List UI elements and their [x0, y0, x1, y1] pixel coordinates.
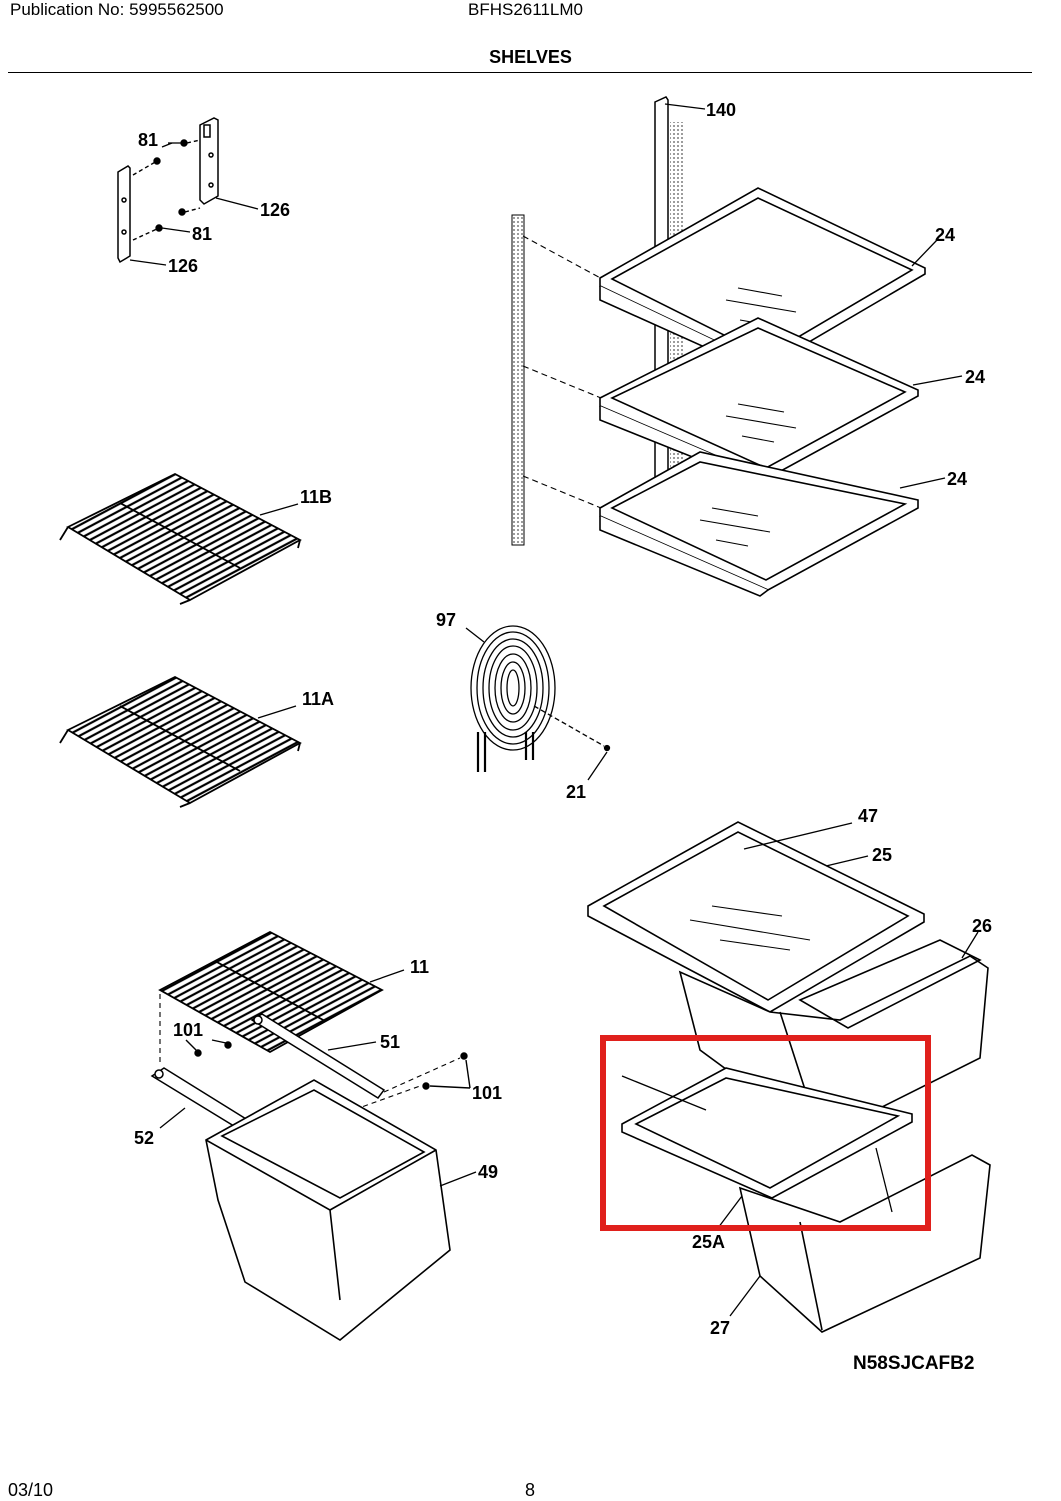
glass-shelf-24-middle [599, 317, 919, 485]
screws-101 [185, 1039, 471, 1141]
callout-27: 27 [710, 1318, 730, 1338]
ladder-rail-left [511, 214, 525, 546]
callout-126: 126 [260, 200, 290, 220]
highlight-box-25A [600, 1035, 931, 1231]
callout-81: 81 [138, 130, 158, 150]
callout-97: 97 [436, 610, 456, 630]
callout-126: 126 [168, 256, 198, 276]
model-number: BFHS2611LM0 [468, 0, 583, 19]
callout-25: 25 [872, 845, 892, 865]
wire-shelf-11A [59, 675, 302, 808]
callout-26: 26 [972, 916, 992, 936]
callout-24: 24 [947, 469, 967, 489]
callout-11A: 11A [302, 689, 334, 709]
glass-shelf-24-top [599, 187, 926, 373]
callout-21: 21 [566, 782, 586, 802]
section-title: SHELVES [489, 47, 572, 67]
crisper-cover-25 [587, 821, 925, 1013]
callout-24: 24 [935, 225, 955, 245]
callout-49: 49 [478, 1162, 498, 1182]
callout-47: 47 [858, 806, 878, 826]
bracket-126-upper [199, 117, 219, 205]
bin-49 [205, 1079, 477, 1341]
footer-date: 03/10 [8, 1480, 54, 1500]
wire-shelf-11B [59, 472, 302, 605]
callout-25A: 25A [692, 1232, 725, 1252]
callout-11: 11 [410, 957, 429, 977]
callout-101: 101 [472, 1083, 502, 1103]
callout-52: 52 [134, 1128, 154, 1148]
crisper-pan-26 [678, 931, 989, 1139]
coil-97 [465, 625, 611, 781]
shelf-guides [522, 235, 607, 511]
screw-81 [132, 139, 201, 241]
callout-51: 51 [380, 1032, 400, 1052]
callout-24: 24 [965, 367, 985, 387]
callout-140: 140 [706, 100, 736, 120]
callout-101: 101 [173, 1020, 203, 1040]
shelf-rail-51 [250, 1013, 386, 1099]
header-rule [8, 72, 1032, 73]
publication-number: Publication No: 5995562500 [10, 0, 224, 19]
bracket-126-lower [117, 165, 131, 264]
wire-shelf-11 [158, 930, 405, 1064]
callout-11B: 11B [300, 487, 332, 507]
crisper-glass-25A [621, 1067, 913, 1229]
glass-shelf-24-bottom [599, 451, 919, 597]
callout-81: 81 [192, 224, 212, 244]
page-number: 8 [525, 1480, 536, 1500]
leader-lines-brackets [129, 142, 259, 266]
diagram-code: N58SJCAFB2 [853, 1353, 974, 1374]
leader-lines-24 [899, 239, 963, 489]
